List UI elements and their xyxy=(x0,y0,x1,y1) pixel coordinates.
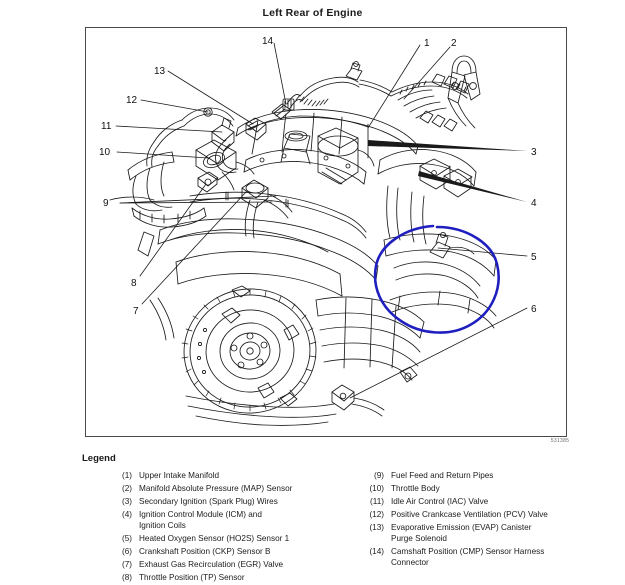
legend-column-left: (1) Upper Intake Manifold (2) Manifold Abso… xyxy=(108,470,383,585)
legend-item-label: Manifold Absolute Pressure (MAP) Sensor xyxy=(139,483,293,493)
callout-number-14: 14 xyxy=(262,36,274,47)
legend-item-label: Throttle Position (TP) Sensor xyxy=(139,572,245,582)
legend-item-label: Fuel Feed and Return Pipes xyxy=(391,471,494,480)
legend-item: (12) Positive Crankcase Ventilation (PCV)… xyxy=(360,509,625,520)
legend-item-label: Heated Oxygen Sensor (HO2S) Sensor 1 xyxy=(139,534,290,544)
legend-item-label: Crankshaft Position (CKP) Sensor B xyxy=(139,546,271,556)
callout-number-4: 4 xyxy=(531,198,537,209)
legend-item: (4) Ignition Control Module (ICM) and Ign… xyxy=(108,509,383,532)
legend-item-number: (7) xyxy=(121,559,132,569)
legend-item-label: Throttle Body xyxy=(391,483,440,493)
legend-item-label: Evaporative Emission (EVAP) Canister Pur… xyxy=(391,522,532,544)
callout-number-2: 2 xyxy=(451,38,457,49)
legend-item: (9) Fuel Feed and Return Pipes xyxy=(360,470,625,481)
callout-number-12: 12 xyxy=(126,95,138,106)
legend-item-number: (10) xyxy=(369,483,384,493)
legend-heading: Legend xyxy=(82,453,116,464)
legend-item: (2) Manifold Absolute Pressure (MAP) Sens… xyxy=(108,483,383,494)
callout-number-1: 1 xyxy=(424,38,430,49)
legend-item-label: Upper Intake Manifold xyxy=(139,471,220,480)
legend-item-number: (6) xyxy=(121,546,132,556)
legend-item-label: Ignition Control Module (ICM) and Igniti… xyxy=(139,509,262,531)
legend-item: (5) Heated Oxygen Sensor (HO2S) Sensor 1 xyxy=(108,533,383,544)
legend-item-number: (12) xyxy=(369,509,384,519)
legend-item-number: (1) xyxy=(121,471,132,480)
legend-item-number: (2) xyxy=(121,483,132,493)
legend-item: (6) Crankshaft Position (CKP) Sensor B xyxy=(108,546,383,557)
legend-item: (8) Throttle Position (TP) Sensor xyxy=(108,572,383,583)
legend-item-label: Positive Crankcase Ventilation (PCV) Val… xyxy=(391,509,548,519)
callout-number-3: 3 xyxy=(531,147,537,158)
figure-frame xyxy=(85,27,567,437)
callout-number-9: 9 xyxy=(103,198,109,209)
legend-item-label: Camshaft Position (CMP) Sensor Harness C… xyxy=(391,546,545,568)
legend-item-number: (3) xyxy=(121,496,132,506)
legend-item-label: Secondary Ignition (Spark Plug) Wires xyxy=(139,496,278,506)
callout-number-10: 10 xyxy=(99,147,111,158)
legend-item-number: (11) xyxy=(370,496,384,506)
legend-item-number: (9) xyxy=(373,471,384,480)
legend-item: (11) Idle Air Control (IAC) Valve xyxy=(360,496,625,507)
page-title: Left Rear of Engine xyxy=(262,7,363,19)
legend-item: (7) Exhaust Gas Recirculation (EGR) Valve xyxy=(108,559,383,570)
legend-item: (13) Evaporative Emission (EVAP) Canister… xyxy=(360,522,625,545)
legend-column-right: (9) Fuel Feed and Return Pipes (10) Throttl… xyxy=(360,470,625,570)
callout-number-11: 11 xyxy=(101,121,112,132)
callout-number-5: 5 xyxy=(531,252,537,263)
legend-item-number: (5) xyxy=(121,534,132,544)
legend-item-number: (4) xyxy=(121,509,132,519)
legend-item-label: Idle Air Control (IAC) Valve xyxy=(391,496,489,506)
callout-number-8: 8 xyxy=(131,278,137,289)
legend-item: (1) Upper Intake Manifold xyxy=(108,470,383,481)
callout-number-6: 6 xyxy=(531,304,537,315)
legend-item-number: (8) xyxy=(121,572,132,582)
legend: Legend (1) Upper Intake Manifold (2) Manifo… xyxy=(80,453,625,582)
callout-number-7: 7 xyxy=(133,306,139,317)
legend-item: (14) Camshaft Position (CMP) Sensor Harne… xyxy=(360,546,625,569)
legend-item: (3) Secondary Ignition (Spark Plug) Wires xyxy=(108,496,383,507)
callout-number-13: 13 xyxy=(154,66,166,77)
legend-item-label: Exhaust Gas Recirculation (EGR) Valve xyxy=(139,559,284,569)
legend-item-number: (13) xyxy=(369,522,384,532)
legend-item-number: (14) xyxy=(369,546,384,556)
figure-id-code: 531385 xyxy=(550,438,570,444)
legend-item: (10) Throttle Body xyxy=(360,483,625,494)
